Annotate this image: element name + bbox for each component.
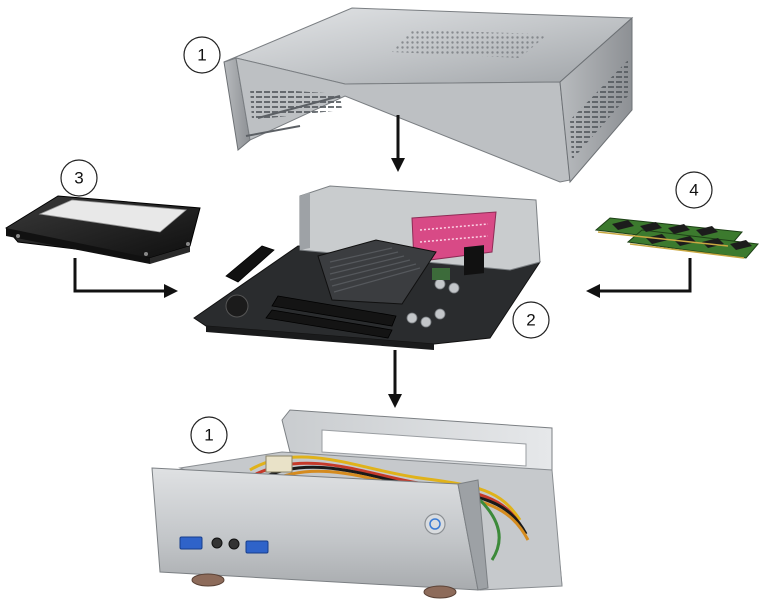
callout-label: 1 — [197, 46, 206, 65]
callout-motherboard: 2 — [512, 301, 550, 339]
audio-jack — [211, 537, 223, 549]
chassis-foot — [191, 573, 225, 587]
front-ports — [179, 536, 269, 554]
callout-label: 4 — [689, 181, 698, 200]
arrow-cover-to-board — [391, 115, 405, 172]
ram-modules — [594, 217, 759, 259]
usb3-port — [245, 540, 269, 554]
connector-pins — [419, 223, 489, 243]
chassis-foot — [423, 585, 457, 599]
arrow-board-to-chassis — [388, 350, 402, 408]
capacitors — [406, 278, 460, 328]
audio-jack — [228, 538, 240, 550]
chassis-base — [151, 409, 563, 599]
callout-top-cover: 1 — [183, 36, 221, 74]
power-button-icon — [424, 513, 446, 535]
top-cover — [223, 7, 634, 184]
callout-label: 3 — [74, 169, 83, 188]
internal-cables — [249, 455, 530, 561]
motherboard — [193, 185, 541, 350]
callout-label: 2 — [526, 311, 535, 330]
arrow-ram-to-board — [586, 258, 692, 298]
callout-ram: 4 — [675, 171, 713, 209]
ram-chips — [612, 220, 752, 250]
arrow-ssd-to-board — [73, 258, 178, 298]
callout-label: 1 — [204, 426, 213, 445]
ssd-drive — [5, 195, 201, 264]
callout-chassis-base: 1 — [190, 416, 228, 454]
callout-ssd: 3 — [60, 159, 98, 197]
usb3-port — [179, 536, 203, 550]
